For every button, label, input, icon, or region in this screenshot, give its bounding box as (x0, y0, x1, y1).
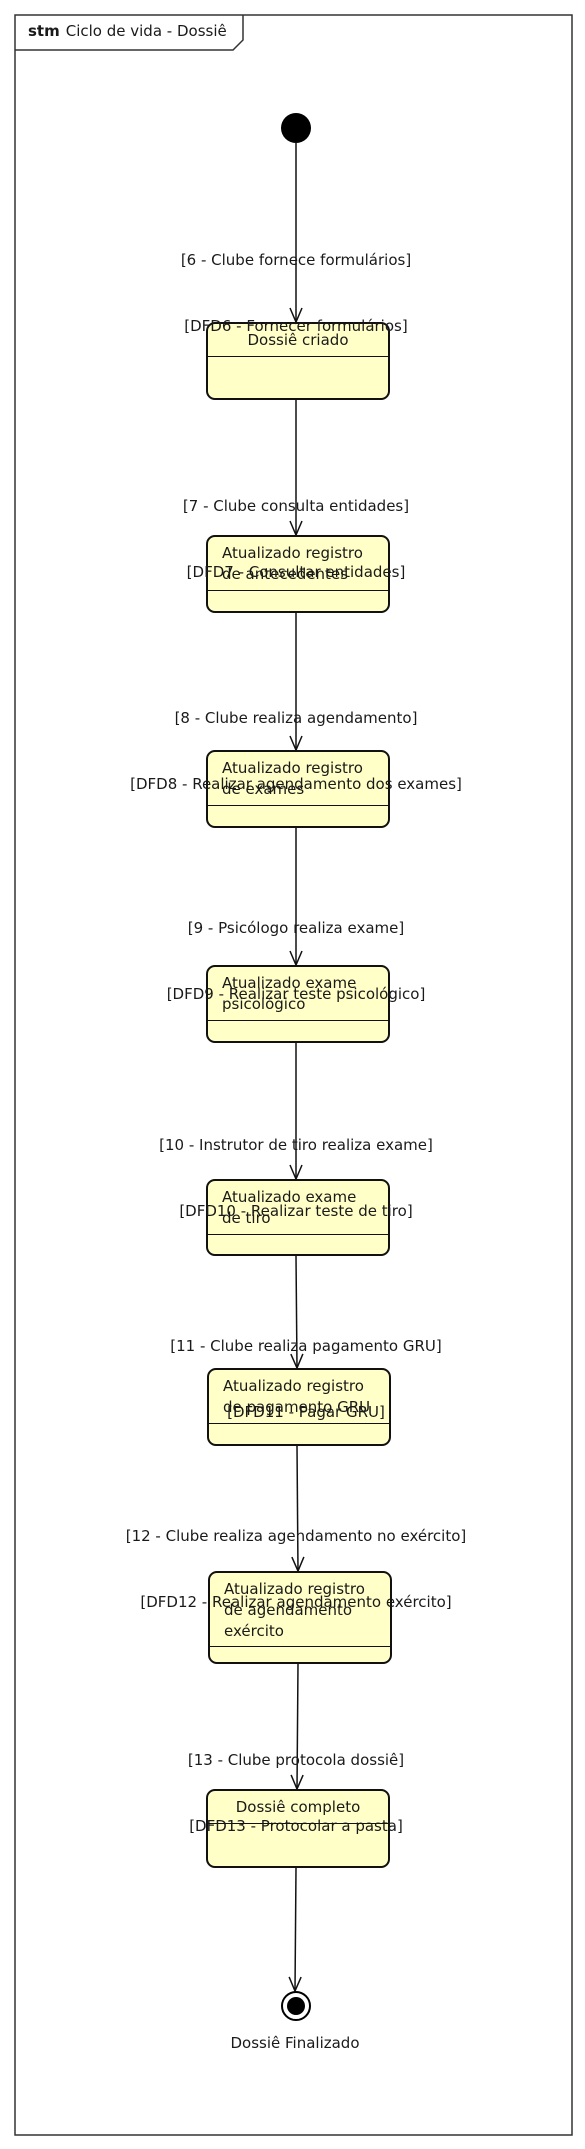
guard-line: [DFD7 - Consultar entidades] (186, 563, 406, 581)
state-divider (208, 1020, 388, 1021)
guard-line: [7 - Clube consulta entidades] (182, 497, 410, 515)
state-dossie-completo[interactable]: Dossiê completo (206, 1789, 390, 1868)
state-pagamento-gru[interactable]: Atualizado registro de pagamento GRU (207, 1368, 391, 1446)
transition-guard-6: [11 - Clube realiza pagamento GRU] [DFD1… (136, 1291, 476, 1445)
state-divider (208, 356, 388, 357)
guard-line: [DFD12 - Realizar agendamento exército] (140, 1593, 452, 1611)
transition-guard-4: [9 - Psicólogo realiza exame] [DFD9 - Re… (136, 873, 456, 1027)
final-node-core (287, 1997, 305, 2015)
state-divider (208, 805, 388, 806)
state-name: Atualizado registro de pagamento GRU (209, 1370, 389, 1418)
state-name-line: Atualizado registro (222, 544, 363, 562)
state-divider (208, 1234, 388, 1235)
guard-line: [12 - Clube realiza agendamento no exérc… (125, 1527, 467, 1545)
state-name-line: Atualizado registro (223, 1377, 364, 1395)
final-node-label: Dossiê Finalizado (230, 2034, 360, 2052)
transition-guard-3: [8 - Clube realiza agendamento] [DFD8 - … (96, 663, 496, 817)
state-name-line: Atualizado exame (222, 974, 357, 992)
transition-guard-7: [12 - Clube realiza agendamento no exérc… (96, 1481, 496, 1635)
state-name-line: psicológico (222, 995, 306, 1013)
diagram-frame (14, 14, 573, 2136)
state-divider (208, 590, 388, 591)
state-name-line: Atualizado exame (222, 1188, 357, 1206)
guard-line: [10 - Instrutor de tiro realiza exame] (159, 1136, 433, 1154)
transition-arrow-8 (297, 1663, 298, 1789)
guard-line: [DFD13 - Protocolar a pasta] (189, 1817, 403, 1835)
guard-line: [DFD10 - Realizar teste de tiro] (179, 1202, 413, 1220)
transition-guard-8: [13 - Clube protocola dossiê] [DFD13 - P… (146, 1705, 446, 1859)
state-psicologico[interactable]: Atualizado exame psicológico (206, 965, 390, 1043)
guard-line: [DFD11 - Pagar GRU] (227, 1403, 385, 1421)
frame-tab (15, 15, 244, 51)
state-divider (208, 1823, 388, 1824)
state-divider (210, 1646, 390, 1647)
state-name: Atualizado registro de antecedentes (208, 537, 388, 585)
guard-line: [8 - Clube realiza agendamento] (174, 709, 418, 727)
state-name-line: de pagamento GRU (223, 1398, 371, 1416)
guard-line: [9 - Psicólogo realiza exame] (187, 919, 405, 937)
state-name: Atualizado registro de agendamento exérc… (210, 1573, 390, 1642)
state-name: Atualizado registro de exames (208, 752, 388, 800)
guard-line: [DFD9 - Realizar teste psicológico] (166, 985, 426, 1003)
state-name: Dossiê criado (208, 324, 388, 351)
transition-arrow-9 (295, 1867, 296, 1991)
frame-title: stm Ciclo de vida - Dossiê (28, 22, 227, 40)
state-tiro[interactable]: Atualizado exame de tiro (206, 1179, 390, 1256)
state-dossie-criado[interactable]: Dossiê criado (206, 322, 390, 400)
guard-line: [6 - Clube fornece formulários] (180, 251, 412, 269)
state-antecedentes[interactable]: Atualizado registro de antecedentes (206, 535, 390, 613)
transition-arrow-7 (297, 1445, 298, 1571)
state-divider (209, 1423, 389, 1424)
transition-guard-1: [6 - Clube fornece formulários] [DFD6 - … (156, 205, 436, 359)
state-name-line: de tiro (222, 1209, 271, 1227)
state-exames[interactable]: Atualizado registro de exames (206, 750, 390, 828)
frame-keyword: stm (28, 22, 60, 40)
state-name-line: exército (224, 1622, 284, 1640)
guard-line: [13 - Clube protocola dossiê] (187, 1751, 405, 1769)
transition-guard-5: [10 - Instrutor de tiro realiza exame] [… (126, 1090, 466, 1244)
transition-arrow-6 (296, 1255, 297, 1368)
state-agendamento-exercito[interactable]: Atualizado registro de agendamento exérc… (208, 1571, 392, 1664)
guard-line: [11 - Clube realiza pagamento GRU] (170, 1337, 442, 1355)
state-name: Dossiê completo (208, 1791, 388, 1818)
state-name: Atualizado exame de tiro (208, 1181, 388, 1229)
state-name-line: de antecedentes (222, 565, 348, 583)
transition-guard-2: [7 - Clube consulta entidades] [DFD7 - C… (156, 451, 436, 605)
state-name-line: Dossiê completo (235, 1798, 361, 1816)
state-name: Atualizado exame psicológico (208, 967, 388, 1015)
frame-title-text: Ciclo de vida - Dossiê (65, 22, 227, 40)
guard-line: [DFD6 - Fornecer formulários] (184, 317, 408, 335)
state-name-line: Dossiê criado (247, 331, 349, 349)
state-name-line: Atualizado registro (222, 759, 363, 777)
state-name-line: Atualizado registro (224, 1580, 365, 1598)
state-name-line: de exames (222, 780, 305, 798)
state-name-line: de agendamento (224, 1601, 353, 1619)
initial-node (281, 113, 311, 143)
guard-line: [DFD8 - Realizar agendamento dos exames] (130, 775, 462, 793)
